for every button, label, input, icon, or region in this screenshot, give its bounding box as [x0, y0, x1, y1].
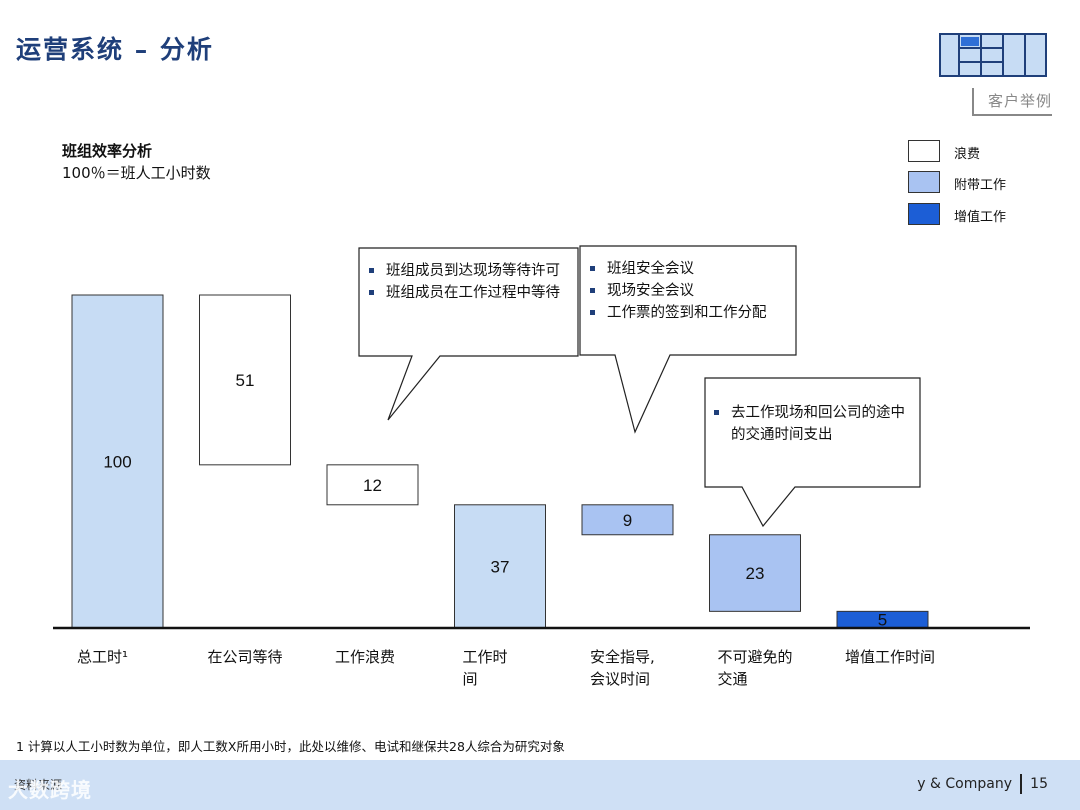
watermark: 大数跨境	[8, 778, 92, 802]
legend-label-incidental: 附带工作	[954, 178, 1007, 193]
callout-item: 去工作现场和回公司的途中的交通时间支出	[711, 402, 916, 446]
bar-0	[71, 294, 164, 629]
bar-4	[581, 504, 674, 536]
legend-item-waste: 浪费	[908, 140, 1078, 162]
case-example-tag: 客户举例	[972, 88, 1052, 116]
page-number: 15	[1030, 776, 1048, 792]
legend-swatch-value-added	[908, 203, 940, 225]
company-name: y & Company	[917, 776, 1012, 792]
legend-label-waste: 浪费	[954, 147, 981, 162]
legend-swatch-incidental	[908, 171, 940, 193]
x-tick-label-6: 增值工作时间	[845, 648, 935, 666]
callout-item: 班组安全会议	[587, 258, 792, 280]
footer-separator	[1020, 774, 1022, 794]
bar-3	[454, 504, 546, 629]
callout-item: 班组成员在工作过程中等待	[366, 282, 576, 304]
chart-subtitle: 100％＝班人工小时数	[62, 164, 211, 182]
data-label-2: 12	[363, 476, 382, 495]
legend-swatch-waste	[908, 140, 940, 162]
x-tick-label-2: 工作浪费	[335, 648, 395, 666]
callout-shape-waiting	[358, 247, 579, 421]
company-logo	[939, 33, 1047, 77]
x-tick-label-1: 在公司等待	[208, 648, 283, 666]
footer-bar: 资料来源 大数跨境 y & Company 15	[0, 760, 1080, 810]
data-label-6: 5	[878, 611, 887, 630]
footnote: 1 计算以人工小时数为单位，即人工数X所用小时，此处以维修、电试和继保共28人综…	[16, 739, 565, 754]
chart-title: 班组效率分析	[62, 142, 153, 160]
legend-label-value-added: 增值工作	[954, 210, 1007, 225]
data-label-4: 9	[623, 511, 632, 530]
legend-item-incidental: 附带工作	[908, 171, 1078, 193]
x-tick-label-3: 工作时间	[463, 648, 508, 688]
legend-item-value-added: 增值工作	[908, 203, 1078, 225]
callout-item: 班组成员到达现场等待许可	[366, 260, 576, 282]
bar-5	[709, 534, 801, 612]
data-label-1: 51	[236, 371, 255, 390]
callout-meetings: 班组安全会议 现场安全会议 工作票的签到和工作分配	[587, 258, 792, 324]
data-label-5: 23	[746, 564, 765, 583]
source-label: 资料来源	[14, 778, 63, 792]
bar-2	[326, 464, 419, 506]
x-tick-label-5: 不可避免的交通	[718, 648, 793, 688]
data-label-0: 100	[103, 453, 131, 472]
callout-shape-meetings	[579, 245, 797, 434]
callout-item: 工作票的签到和工作分配	[587, 302, 792, 324]
callout-shape-travel	[704, 377, 921, 528]
callout-travel: 去工作现场和回公司的途中的交通时间支出	[711, 402, 916, 446]
callout-item: 现场安全会议	[587, 280, 792, 302]
data-label-3: 37	[491, 557, 510, 576]
bar-1	[199, 294, 291, 466]
page-title: 运营系统 – 分析	[16, 35, 214, 64]
callout-waiting: 班组成员到达现场等待许可 班组成员在工作过程中等待	[366, 260, 576, 304]
x-tick-label-4: 安全指导,会议时间	[590, 648, 655, 688]
x-tick-label-0: 总工时¹	[77, 648, 128, 666]
